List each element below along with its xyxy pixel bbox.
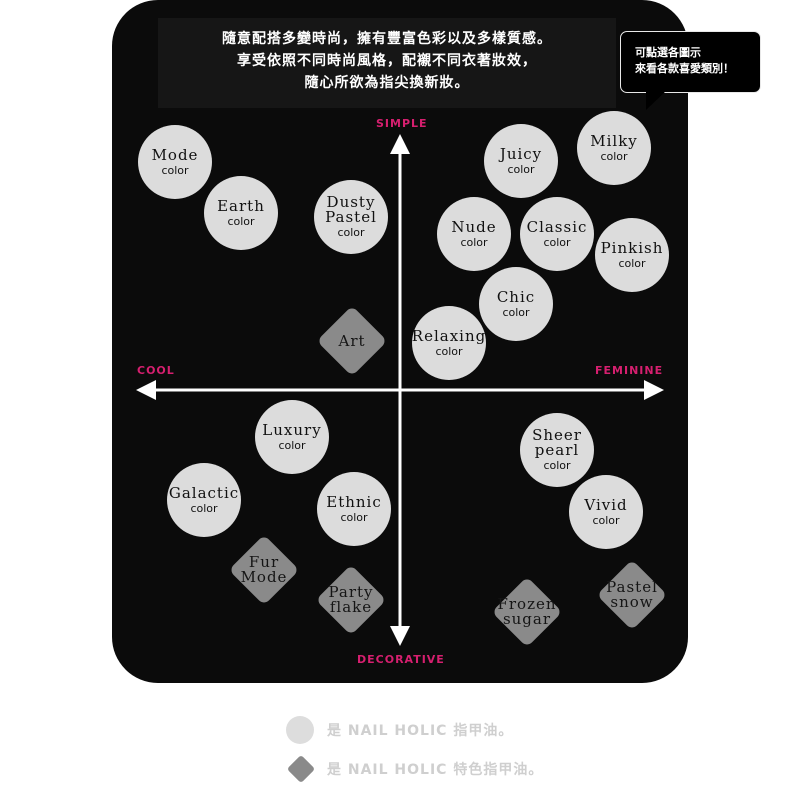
item-name: Juicy — [499, 144, 543, 163]
intro-line: 享受依照不同時尚風格，配襯不同衣著妝效， — [237, 53, 537, 69]
right-arrow-icon — [644, 380, 664, 400]
legend-diamond-text: 是 NAIL HOLIC 特色指甲油。 — [327, 762, 544, 778]
diamond-label: Fur Mode — [225, 531, 303, 609]
item-name: Dusty — [326, 193, 376, 211]
legend-circle-text: 是 NAIL HOLIC 指甲油。 — [327, 723, 514, 739]
circle-legend-icon — [286, 716, 314, 744]
axis-label-decorative: DECORATIVE — [357, 653, 445, 666]
item-sub: color — [543, 235, 571, 249]
pastel-snow-special-button[interactable]: Pastel snow — [593, 556, 671, 634]
dusty-pastel-color-button[interactable]: Dusty Pastel color — [314, 180, 388, 254]
diamond-legend-icon — [286, 754, 316, 784]
item-name: Galactic — [168, 483, 240, 502]
item-sub: color — [543, 459, 571, 472]
classic-color-button[interactable]: Classic color — [520, 197, 594, 271]
item-sub: color — [600, 149, 628, 163]
item-sub: color — [340, 510, 368, 524]
legend-diamond-row: 是 NAIL HOLIC 特色指甲油。 — [286, 754, 544, 784]
item-name: Pinkish — [600, 238, 664, 257]
party-flake-special-button[interactable]: Party flake — [312, 561, 390, 639]
item-name: Pastel — [325, 208, 377, 226]
item-sub: color — [460, 235, 488, 249]
mode-color-button[interactable]: Mode color — [138, 125, 212, 199]
fur-mode-special-button[interactable]: Fur Mode — [225, 531, 303, 609]
diamond-label: Pastel snow — [593, 556, 671, 634]
axis-label-simple: SIMPLE — [376, 117, 428, 130]
item-name: pearl — [534, 441, 580, 459]
item-name: Ethnic — [326, 492, 382, 511]
item-sub: color — [161, 163, 189, 177]
callout-tail — [646, 91, 666, 110]
milky-color-button[interactable]: Milky color — [577, 111, 651, 185]
tooltip-callout: 可點選各圖示 來看各款喜愛類別！ — [620, 31, 761, 93]
item-name: Vivid — [584, 495, 628, 514]
item-name: Classic — [526, 217, 588, 236]
earth-color-button[interactable]: Earth color — [204, 176, 278, 250]
item-name: Earth — [217, 196, 265, 215]
intro-line: 隨心所欲為指尖換新妝。 — [304, 75, 470, 91]
item-name: Milky — [590, 131, 638, 150]
item-name: Art — [338, 331, 366, 350]
item-name: Pastel — [606, 578, 658, 596]
item-name: Luxury — [262, 420, 322, 439]
ethnic-color-button[interactable]: Ethnic color — [317, 472, 391, 546]
diamond-label: Art — [313, 302, 391, 380]
item-sub: color — [337, 226, 365, 239]
item-name: flake — [329, 598, 373, 616]
item-name: Mode — [151, 145, 199, 164]
item-sub: color — [507, 162, 535, 176]
item-name: sugar — [502, 610, 552, 628]
item-sub: color — [278, 438, 306, 452]
intro-line: 隨意配搭多變時尚，擁有豐富色彩以及多樣質感。 — [222, 31, 552, 47]
axis-label-cool: COOL — [137, 364, 175, 377]
left-arrow-icon — [136, 380, 156, 400]
diamond-label: Frozen sugar — [488, 573, 566, 651]
art-special-button[interactable]: Art — [313, 302, 391, 380]
item-sub: color — [502, 305, 530, 319]
item-name: Frozen — [497, 595, 557, 613]
relaxing-color-button[interactable]: Relaxing color — [412, 306, 486, 380]
item-name: Mode — [240, 568, 288, 586]
item-name: Party — [328, 583, 374, 601]
juicy-color-button[interactable]: Juicy color — [484, 124, 558, 198]
item-sub: color — [592, 513, 620, 527]
item-sub: color — [435, 344, 463, 358]
vivid-color-button[interactable]: Vivid color — [569, 475, 643, 549]
item-name: Fur — [248, 553, 280, 571]
item-name: Chic — [496, 287, 536, 306]
item-name: Nude — [451, 217, 497, 236]
nude-color-button[interactable]: Nude color — [437, 197, 511, 271]
item-sub: color — [227, 214, 255, 228]
callout-line: 來看各款喜愛類別！ — [635, 62, 734, 75]
item-sub: color — [618, 256, 646, 270]
axis-label-feminine: FEMININE — [595, 364, 664, 377]
pinkish-color-button[interactable]: Pinkish color — [595, 218, 669, 292]
up-arrow-icon — [390, 134, 410, 154]
callout-line: 可點選各圖示 — [635, 46, 701, 59]
diamond-label: Party flake — [312, 561, 390, 639]
sheer-pearl-color-button[interactable]: Sheer pearl color — [520, 413, 594, 487]
galactic-color-button[interactable]: Galactic color — [167, 463, 241, 537]
intro-text: 隨意配搭多變時尚，擁有豐富色彩以及多樣質感。 享受依照不同時尚風格，配襯不同衣著… — [158, 18, 616, 108]
item-name: Sheer — [532, 426, 582, 444]
chic-color-button[interactable]: Chic color — [479, 267, 553, 341]
luxury-color-button[interactable]: Luxury color — [255, 400, 329, 474]
item-name: Relaxing — [411, 326, 487, 345]
item-name: snow — [610, 593, 654, 611]
item-sub: color — [190, 501, 218, 515]
frozen-sugar-special-button[interactable]: Frozen sugar — [488, 573, 566, 651]
down-arrow-icon — [390, 626, 410, 646]
legend-circle-row: 是 NAIL HOLIC 指甲油。 — [286, 716, 513, 744]
